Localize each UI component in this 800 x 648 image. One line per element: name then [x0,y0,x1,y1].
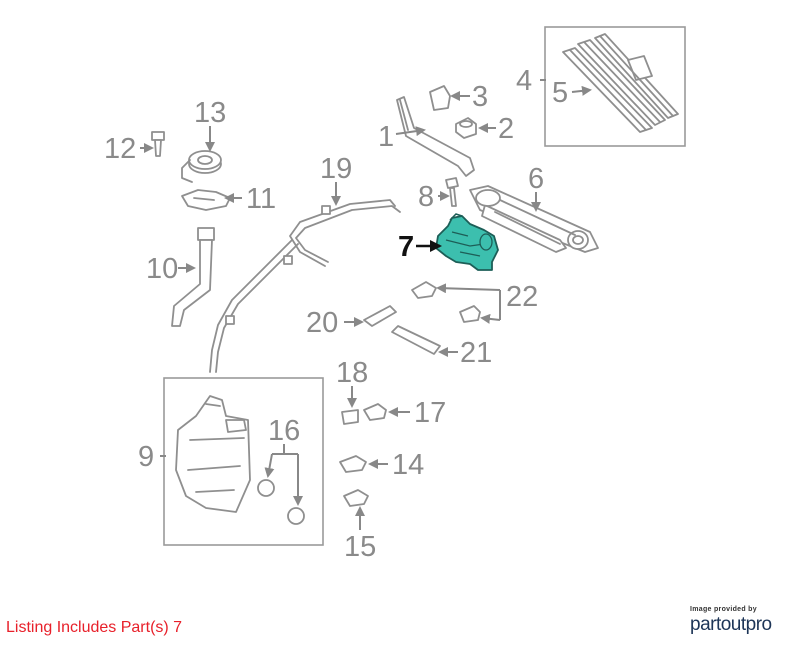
filler-hose-part-10 [171,227,215,327]
callout-7-highlighted: 7 [398,231,414,263]
bolt-part-12 [151,131,165,157]
nozzle-part-20 [363,305,397,327]
grommet-part-18 [341,409,359,425]
joint-parts-22 [411,281,481,323]
callout-2: 2 [498,113,514,145]
callout-8: 8 [418,181,434,213]
callout-5: 5 [552,77,568,109]
callout-9: 9 [138,441,154,473]
callout-4: 4 [516,65,532,97]
grommet-parts-16 [257,479,305,525]
callout-20: 20 [306,307,338,339]
washer-reservoir-part-9 [175,395,251,513]
pump-part-17 [363,403,387,421]
callout-21: 21 [460,337,492,369]
callout-11: 11 [246,183,276,215]
partoutpro-logo: partoutpro [690,614,772,635]
callout-labels: 1 2 3 4 5 6 7 8 9 10 11 12 13 14 15 16 1… [104,65,568,563]
pump-part-15 [343,489,369,507]
callout-3: 3 [472,81,488,113]
wiper-motor-highlighted [435,213,499,271]
bolt-part-8 [445,177,459,207]
callout-6: 6 [528,163,544,195]
wiper-arm [396,96,475,177]
callout-leaders [140,79,592,530]
callout-14: 14 [392,449,424,481]
wiper-blade-group-box [544,26,686,147]
wiper-blades [562,33,679,133]
callout-22: 22 [506,281,538,313]
hose-part-21 [391,325,441,355]
listing-note: Listing Includes Part(s) 7 [6,619,183,636]
credit-caption: Image provided by [690,606,757,613]
washer-hose-part-19 [209,199,401,373]
wiper-linkage [469,185,599,253]
nut-part-2 [455,117,477,139]
callout-10: 10 [146,253,178,285]
callout-18: 18 [336,357,368,389]
grommet-part-13 [181,150,222,183]
callout-15: 15 [344,531,376,563]
image-credit: Image provided by partoutpro [690,606,796,636]
callout-17: 17 [414,397,446,429]
callout-1: 1 [378,121,394,153]
callout-19: 19 [320,153,352,185]
pump-part-14 [339,455,367,473]
callout-13: 13 [194,97,226,129]
clip-part-11 [181,189,231,211]
cap-part-3 [429,85,451,111]
reservoir-group-box [163,377,324,546]
callout-12: 12 [104,133,136,165]
callout-16: 16 [268,415,300,447]
